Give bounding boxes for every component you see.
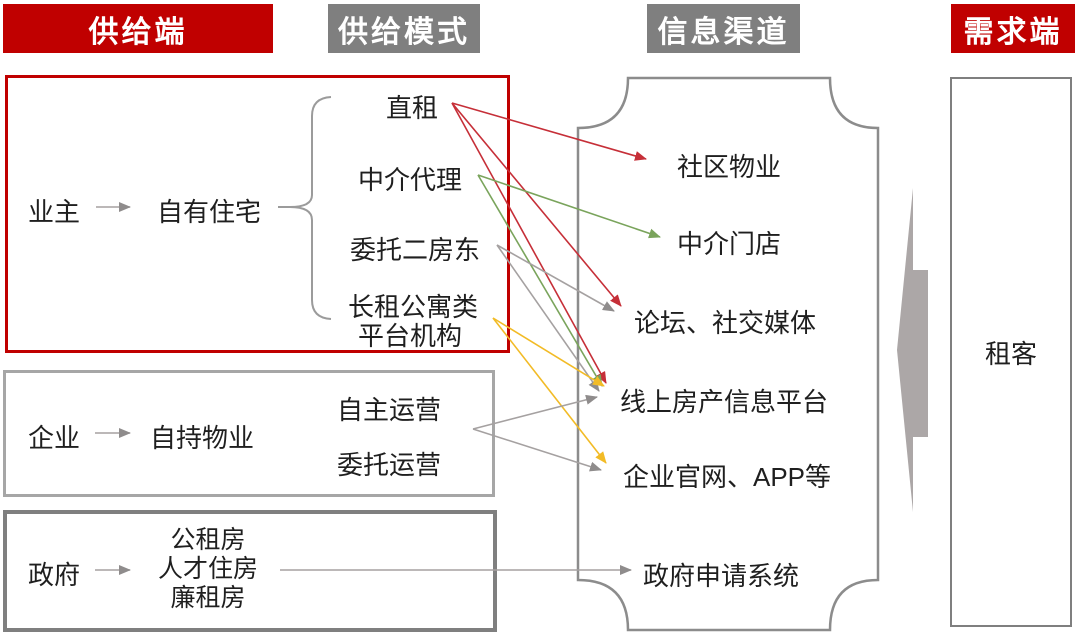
header-demand-side: 需求端 <box>951 4 1075 53</box>
enterprise-asset-label: 自持物业 <box>150 423 255 453</box>
tenant-label: 租客 <box>984 338 1037 369</box>
channel-online-platform-label: 线上房产信息平台 <box>620 387 829 417</box>
owner-asset-label: 自有住宅 <box>157 197 262 227</box>
tenant-box: 租客 <box>950 77 1072 627</box>
government-assets-list: 公租房 人才住房 廉租房 <box>148 526 268 613</box>
gov-asset-lowrent: 廉租房 <box>170 584 246 612</box>
connector-委托二房东-to-线上房产信息平台 <box>496 244 600 392</box>
channel-agency-store-label: 中介门店 <box>677 229 782 259</box>
mode-agency-label: 中介代理 <box>357 165 463 195</box>
gov-asset-talent-housing: 人才住房 <box>157 555 258 583</box>
owner-actor-label: 业主 <box>28 197 81 227</box>
connector-委托二房东-to-论坛、社交媒体 <box>496 244 615 312</box>
mode-self-operate-label: 自主运营 <box>337 395 442 425</box>
mode-entrusted-operate-label: 委托运营 <box>337 450 442 480</box>
mode-longrent-platform-label-line2: 平台机构 <box>357 321 463 351</box>
government-actor-label: 政府 <box>28 560 81 590</box>
header-supply-side: 供给端 <box>3 4 273 53</box>
channel-gov-apply-system-label: 政府申请系统 <box>643 561 800 591</box>
channel-community-property-label: 社区物业 <box>677 152 782 182</box>
demand-to-channel-big-arrow <box>897 188 928 512</box>
enterprise-actor-label: 企业 <box>28 423 81 453</box>
government-group-box <box>3 510 497 632</box>
channel-forum-social-label: 论坛、社交媒体 <box>634 308 817 338</box>
gov-asset-public-rental: 公租房 <box>170 526 246 554</box>
mode-direct-rent-label: 直租 <box>385 93 439 123</box>
header-info-channel: 信息渠道 <box>647 4 800 53</box>
header-supply-mode: 供给模式 <box>328 4 480 53</box>
mode-sublandlord-label: 委托二房东 <box>349 235 481 265</box>
channel-official-site-app-label: 企业官网、APP等 <box>623 462 832 492</box>
